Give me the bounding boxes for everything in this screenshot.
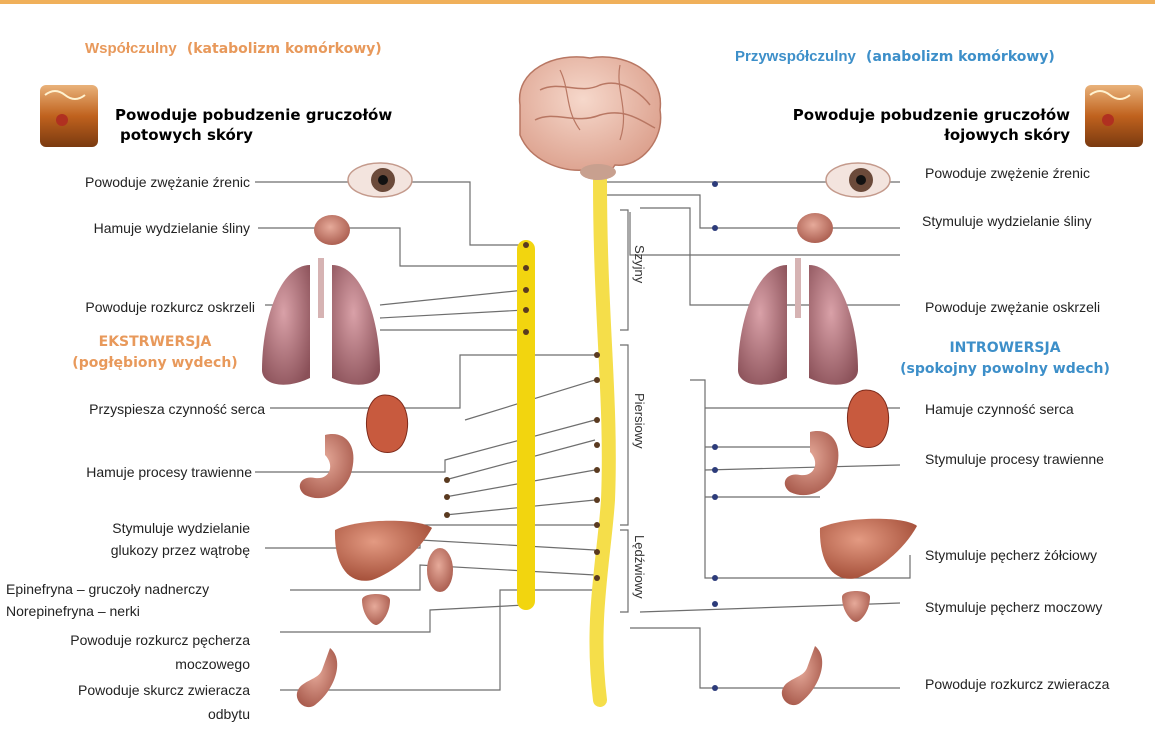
symp-effect-bladder-1: Powoduje rozkurcz pęcherza [70, 631, 250, 650]
skin-effect-line: Powoduje pobudzenie gruczołów [115, 105, 392, 125]
skin-effect-line: łojowych skóry [740, 125, 1070, 145]
parasympathetic-skin-effect: Powoduje pobudzenie gruczołów łojowych s… [740, 105, 1070, 145]
spinal-cord [596, 180, 608, 700]
sympathetic-title: Współczulny [85, 40, 177, 57]
para-effect-gallbladder: Stymuluje pęcherz żółciowy [925, 546, 1097, 565]
parasympathetic-mode: INTROWERSJA (spokojny powolny wdech) [870, 338, 1140, 380]
para-effect-heart: Hamuje czynność serca [925, 400, 1074, 419]
symp-effect-epinephrine: Epinefryna – gruczoły nadnerczy [6, 580, 209, 599]
symp-effect-sphincter-2: odbytu [208, 705, 250, 724]
para-effect-bladder: Stymuluje pęcherz moczowy [925, 598, 1102, 617]
symp-effect-saliva: Hamuje wydzielanie śliny [94, 219, 250, 238]
para-effect-digestion: Stymuluje procesy trawienne [925, 450, 1104, 469]
lungs-icon [738, 258, 858, 385]
symp-effect-bladder-2: moczowego [175, 655, 250, 674]
bladder-icon [842, 591, 870, 622]
spine-segment-cervical: Szyjny [632, 245, 647, 283]
parasympathetic-title: Przywspółczulny [735, 48, 856, 65]
heart-icon [847, 390, 888, 448]
symp-effect-glucose-2: glukozy przez wątrobę [111, 541, 250, 560]
mode-subtitle: (spokojny powolny wdech) [870, 359, 1140, 380]
sympathetic-header: Współczulny (katabolizm komórkowy) [85, 40, 382, 57]
parasympathetic-ganglion-dots [712, 181, 718, 691]
kidney-icon [427, 548, 453, 592]
eye-icon [348, 163, 412, 197]
stomach-icon [785, 431, 839, 495]
skin-effect-line: potowych skóry [115, 125, 392, 145]
mode-title: EKSTRWERSJA [40, 332, 270, 353]
symp-effect-pupils: Powoduje zwężanie źrenic [85, 173, 250, 192]
para-effect-pupils: Powoduje zwężenie źrenic [925, 164, 1090, 183]
stomach-icon [300, 434, 354, 498]
liver-icon [335, 521, 432, 581]
colon-icon [297, 648, 337, 707]
liver-icon [820, 519, 917, 579]
symp-effect-digestion: Hamuje procesy trawienne [86, 463, 252, 482]
symp-effect-glucose-1: Stymuluje wydzielanie [112, 519, 250, 538]
skin-effect-line: Powoduje pobudzenie gruczołów [740, 105, 1070, 125]
sympathetic-skin-effect: Powoduje pobudzenie gruczołów potowych s… [115, 105, 392, 145]
sympathetic-mode: EKSTRWERSJA (pogłębiony wydech) [40, 332, 270, 374]
sympathetic-subtitle: (katabolizm komórkowy) [187, 41, 382, 57]
para-effect-saliva: Stymuluje wydzielanie śliny [922, 212, 1092, 231]
skin-tissue-icon [1085, 85, 1143, 147]
symp-effect-bronchi: Powoduje rozkurcz oskrzeli [85, 298, 255, 317]
eye-icon [826, 163, 890, 197]
spine-segment-lumbar: Lędźwiowy [632, 535, 647, 599]
sympathetic-ganglion-chain [517, 240, 535, 610]
heart-icon [366, 395, 407, 453]
symp-effect-heart: Przyspiesza czynność serca [89, 400, 265, 419]
bladder-icon [362, 594, 390, 625]
parasympathetic-header: Przywspółczulny (anabolizm komórkowy) [735, 48, 1055, 65]
parasympathetic-subtitle: (anabolizm komórkowy) [866, 49, 1055, 65]
salivary-gland-icon [314, 215, 350, 245]
mode-subtitle: (pogłębiony wydech) [40, 353, 270, 374]
symp-effect-sphincter-1: Powoduje skurcz zwieracza [78, 681, 250, 700]
spine-segment-thoracic: Piersiowy [632, 393, 647, 449]
para-effect-sphincter: Powoduje rozkurcz zwieracza [925, 675, 1109, 694]
para-effect-bronchi: Powoduje zwężanie oskrzeli [925, 298, 1100, 317]
colon-icon [782, 646, 822, 705]
skin-tissue-icon [40, 85, 98, 147]
lungs-icon [262, 258, 380, 385]
mode-title: INTROWERSJA [870, 338, 1140, 359]
brain-icon [520, 57, 661, 180]
salivary-gland-icon [797, 213, 833, 243]
symp-effect-norepinephrine: Norepinefryna – nerki [6, 602, 140, 621]
